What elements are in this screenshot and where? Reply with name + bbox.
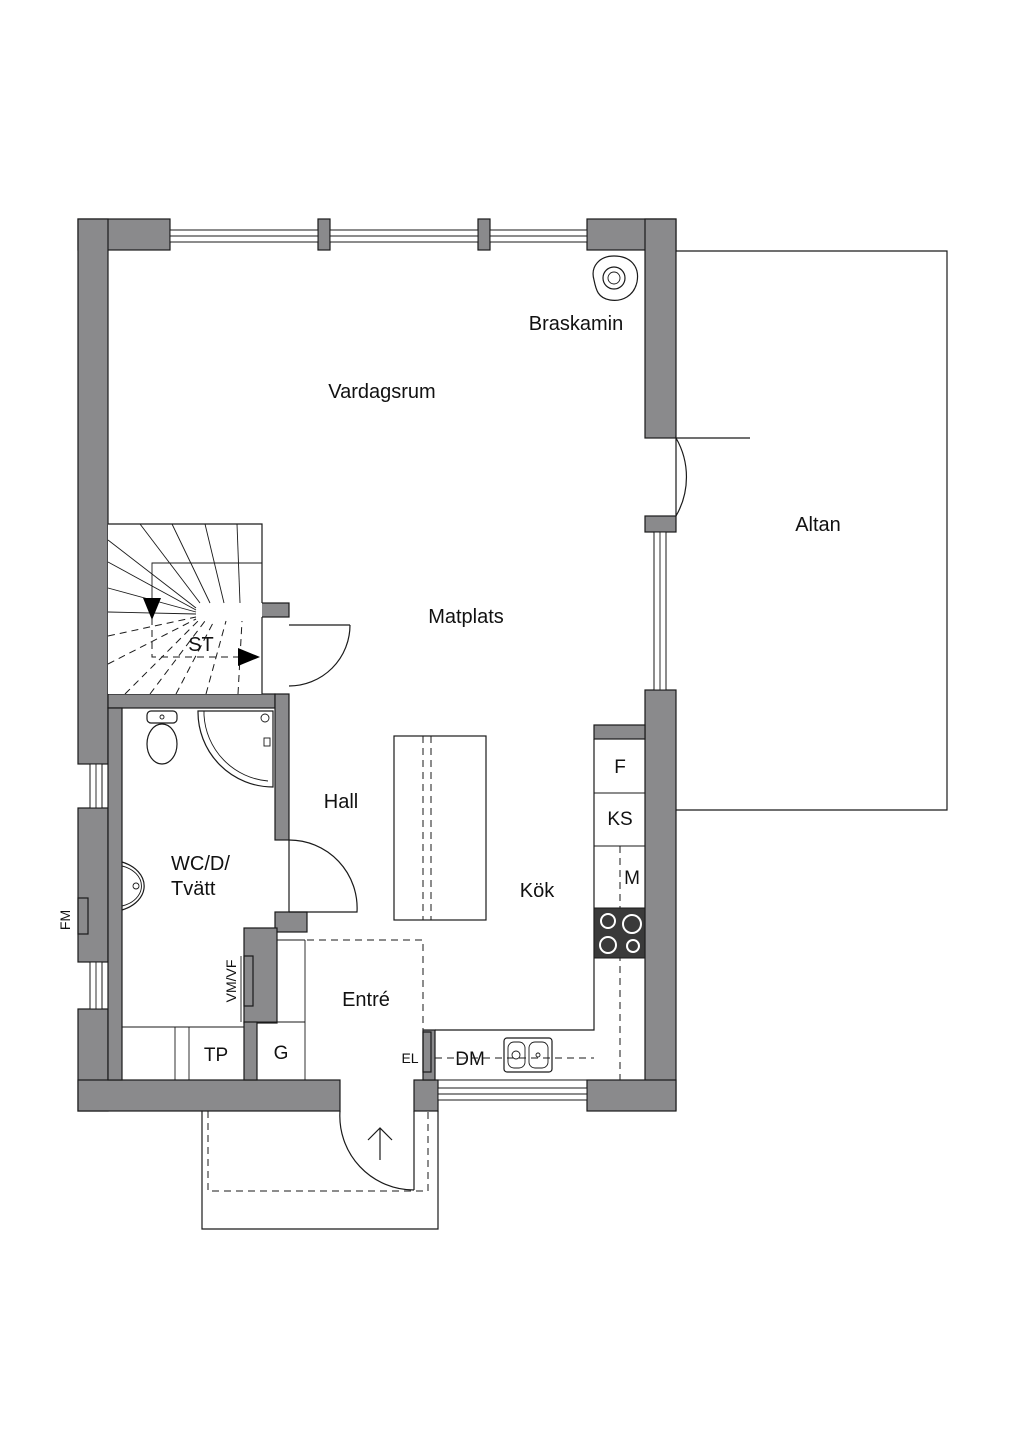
room-label-wc-line1: WC/D/ <box>171 853 230 875</box>
shower-icon <box>197 710 274 788</box>
label-dm: DM <box>455 1049 485 1070</box>
label-fm: FM <box>57 910 73 930</box>
label-braskamin: Braskamin <box>529 313 623 335</box>
room-label-hall: Hall <box>324 791 358 813</box>
fm-box <box>77 897 89 935</box>
room-label-vardagsrum: Vardagsrum <box>328 381 435 403</box>
kitchen-island <box>393 735 487 921</box>
windows <box>89 229 667 1101</box>
label-g: G <box>274 1043 289 1064</box>
label-m: M <box>624 868 640 889</box>
altan-outline <box>676 250 948 811</box>
room-label-kok: Kök <box>520 880 555 902</box>
room-label-entre: Entré <box>342 989 390 1011</box>
kitchen-sink-icon <box>503 1037 553 1073</box>
kitchen-counter <box>435 738 645 1081</box>
stove-icon <box>593 907 646 959</box>
entrance-arrow-icon <box>367 1127 393 1160</box>
room-label-matplats: Matplats <box>428 606 504 628</box>
room-label-wc-line2: Tvätt <box>171 878 216 900</box>
label-ks: KS <box>607 809 632 830</box>
stairs <box>107 523 263 695</box>
entrance-platform <box>201 1111 439 1230</box>
stair-arrow-down-icon <box>143 598 161 620</box>
label-el: EL <box>401 1050 418 1066</box>
entre-dashed-area <box>307 939 424 1030</box>
doors <box>288 435 750 1191</box>
room-label-altan: Altan <box>795 514 841 536</box>
stair-arrow-right-icon <box>238 648 260 666</box>
toilet-icon <box>146 710 178 765</box>
label-vmvf: VM/VF <box>223 960 239 1003</box>
washbasin-icon <box>121 861 145 911</box>
vmvf-box <box>243 955 254 1007</box>
g-closet <box>257 939 306 1080</box>
braskamin-icon <box>592 255 639 301</box>
laundry-niches <box>122 956 257 1080</box>
label-f: F <box>614 757 626 778</box>
label-st: ST <box>188 634 214 656</box>
label-tp: TP <box>204 1045 228 1066</box>
el-panel <box>422 1031 432 1073</box>
